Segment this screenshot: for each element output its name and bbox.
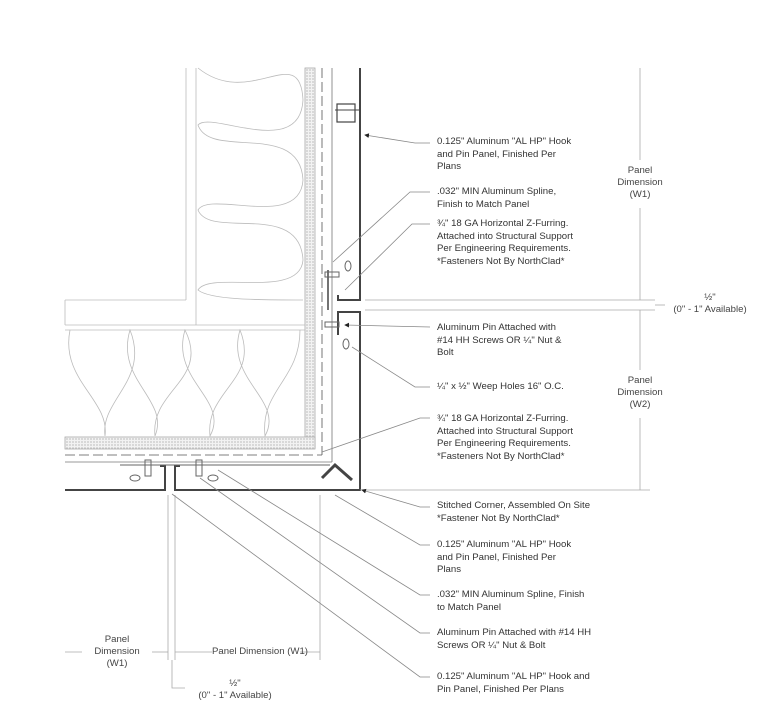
note-weep-holes: ¼" x ½" Weep Holes 16" O.C.	[437, 381, 564, 392]
dim-horizontal-gap: ½" (0" - 1" Available)	[198, 678, 272, 701]
dimension-lines	[65, 68, 665, 689]
dim-vertical-w2: Panel Dimension (W2)	[617, 375, 663, 410]
stitched-corner	[320, 462, 353, 482]
note-z-furring-lower: ¾" 18 GA Horizontal Z-Furring. Attached …	[437, 413, 573, 462]
dim-horizontal-w1: Panel Dimension (W1)	[212, 646, 308, 657]
corner-pin-block	[336, 103, 356, 123]
note-spline-upper: .032" MIN Aluminum Spline, Finish to Mat…	[437, 186, 557, 210]
horizontal-wall	[64, 324, 332, 463]
note-panel-hook-pin-bottom: 0.125" Aluminum "AL HP" Hook and Pin Pan…	[437, 671, 590, 695]
dim-vertical-w1: Panel Dimension (W1)	[617, 165, 663, 200]
insulation-batt-horizontal	[68, 328, 301, 438]
leader-lines	[171, 133, 431, 678]
note-panel-hook-pin-lower: 0.125" Aluminum "AL HP" Hook and Pin Pan…	[437, 539, 572, 575]
dim-horizontal-left-w1: Panel Dimension (W1)	[94, 634, 140, 669]
insulation-batt-vertical	[197, 67, 304, 301]
metal-panels	[65, 68, 361, 491]
note-stitched-corner: Stitched Corner, Assembled On Site *Fast…	[437, 500, 591, 524]
note-aluminum-pin-lower: Aluminum Pin Attached with #14 HH Screws…	[437, 627, 592, 651]
note-aluminum-pin-upper: Aluminum Pin Attached with #14 HH Screws…	[437, 322, 562, 358]
vertical-wall	[64, 67, 333, 462]
dim-vertical-gap: ½" (0" - 1" Available)	[673, 292, 747, 315]
note-z-furring-upper: ¾" 18 GA Horizontal Z-Furring. Attached …	[437, 218, 573, 267]
note-spline-lower: .032" MIN Aluminum Spline, Finish to Mat…	[437, 589, 585, 613]
fasteners	[129, 260, 352, 482]
note-panel-hook-pin-upper: 0.125" Aluminum "AL HP" Hook and Pin Pan…	[437, 136, 572, 172]
